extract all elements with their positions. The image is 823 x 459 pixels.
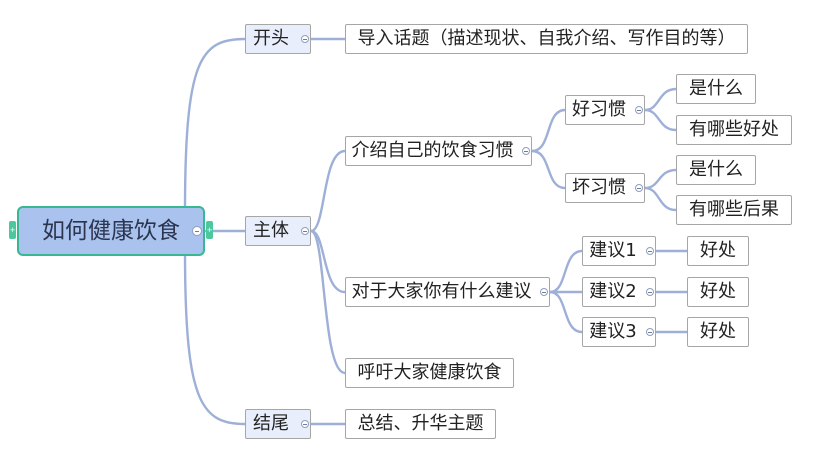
- connector-body-call: [309, 229, 347, 375]
- topic-bad-consequences[interactable]: 有哪些后果: [676, 195, 792, 225]
- connector-body-habits: [309, 149, 347, 233]
- topic-good-benefits-label: 有哪些好处: [689, 119, 779, 140]
- topic-summary-label: 总结、升华主题: [357, 413, 484, 434]
- root-topic-label: 如何健康饮食: [42, 217, 180, 244]
- connector-good-benefits: [643, 108, 678, 132]
- topic-call-to-action[interactable]: 呼吁大家健康饮食: [345, 358, 514, 388]
- topic-good-benefits[interactable]: 有哪些好处: [676, 115, 792, 145]
- branch-opening[interactable]: 开头: [245, 24, 311, 54]
- topic-good-what[interactable]: 是什么: [676, 74, 756, 104]
- connector-habits-bad: [530, 149, 567, 190]
- topic-suggestions-label: 对于大家你有什么建议: [351, 281, 532, 302]
- root-topic[interactable]: 如何健康饮食: [17, 206, 205, 256]
- topic-suggestion-2-collapse-toggle[interactable]: [646, 288, 654, 296]
- topic-bad-habits-collapse-toggle[interactable]: [635, 184, 643, 192]
- branch-ending[interactable]: 结尾: [245, 409, 311, 439]
- branch-ending-label: 结尾: [253, 413, 289, 434]
- topic-suggestion-1-label: 建议1: [589, 240, 637, 261]
- branch-ending-collapse-toggle[interactable]: [301, 420, 309, 428]
- topic-suggestion-3[interactable]: 建议3: [582, 317, 656, 347]
- topic-good-what-label: 是什么: [689, 78, 743, 99]
- topic-eating-habits-collapse-toggle[interactable]: [522, 147, 530, 155]
- topic-suggestion-1-benefit-label: 好处: [700, 240, 736, 261]
- branch-opening-collapse-toggle[interactable]: [301, 35, 309, 43]
- topic-suggestion-3-collapse-toggle[interactable]: [646, 328, 654, 336]
- topic-suggestion-1-collapse-toggle[interactable]: [646, 247, 654, 255]
- topic-call-to-action-label: 呼吁大家健康饮食: [357, 362, 502, 383]
- branch-body-collapse-toggle[interactable]: [301, 227, 309, 235]
- topic-suggestion-2-benefit[interactable]: 好处: [687, 277, 749, 307]
- topic-suggestion-2[interactable]: 建议2: [582, 277, 656, 307]
- branch-opening-label: 开头: [253, 28, 289, 49]
- topic-suggestion-1[interactable]: 建议1: [582, 236, 656, 266]
- topic-good-habits-label: 好习惯: [572, 99, 626, 120]
- topic-suggestions-collapse-toggle[interactable]: [540, 288, 548, 296]
- topic-suggestion-3-label: 建议3: [589, 321, 637, 342]
- branch-body[interactable]: 主体: [245, 216, 311, 246]
- connector-bad-consequences: [643, 186, 678, 212]
- root-collapse-toggle[interactable]: [192, 226, 202, 236]
- topic-bad-habits[interactable]: 坏习惯: [565, 173, 645, 203]
- topic-bad-habits-label: 坏习惯: [572, 177, 626, 198]
- connector-suggestions-s1: [548, 249, 584, 294]
- connector-bad-what: [643, 168, 678, 190]
- topic-intro[interactable]: 导入话题（描述现状、自我介绍、写作目的等）: [345, 24, 748, 54]
- topic-suggestion-1-benefit[interactable]: 好处: [687, 236, 749, 266]
- topic-eating-habits[interactable]: 介绍自己的饮食习惯: [345, 136, 532, 166]
- connector-root-opening: [183, 37, 247, 214]
- topic-bad-consequences-label: 有哪些后果: [689, 199, 779, 220]
- connector-good-what: [643, 87, 678, 112]
- connector-body-suggestions: [309, 229, 347, 294]
- connector-habits-good: [530, 108, 567, 153]
- topic-suggestion-3-benefit[interactable]: 好处: [687, 317, 749, 347]
- topic-suggestion-3-benefit-label: 好处: [700, 321, 736, 342]
- topic-good-habits-collapse-toggle[interactable]: [635, 106, 643, 114]
- topic-bad-what[interactable]: 是什么: [676, 155, 756, 185]
- topic-suggestion-2-label: 建议2: [589, 281, 637, 302]
- topic-eating-habits-label: 介绍自己的饮食习惯: [351, 140, 514, 161]
- topic-suggestion-2-benefit-label: 好处: [700, 281, 736, 302]
- branch-body-label: 主体: [253, 220, 289, 241]
- topic-intro-label: 导入话题（描述现状、自我介绍、写作目的等）: [357, 28, 736, 49]
- topic-summary[interactable]: 总结、升华主题: [345, 409, 496, 439]
- connector-suggestions-s3: [548, 290, 584, 334]
- topic-suggestions[interactable]: 对于大家你有什么建议: [345, 277, 550, 307]
- connector-root-ending: [183, 248, 247, 426]
- topic-bad-what-label: 是什么: [689, 159, 743, 180]
- root-right-expand-tab[interactable]: +: [206, 221, 213, 239]
- topic-good-habits[interactable]: 好习惯: [565, 95, 645, 125]
- root-left-expand-tab[interactable]: +: [9, 221, 16, 239]
